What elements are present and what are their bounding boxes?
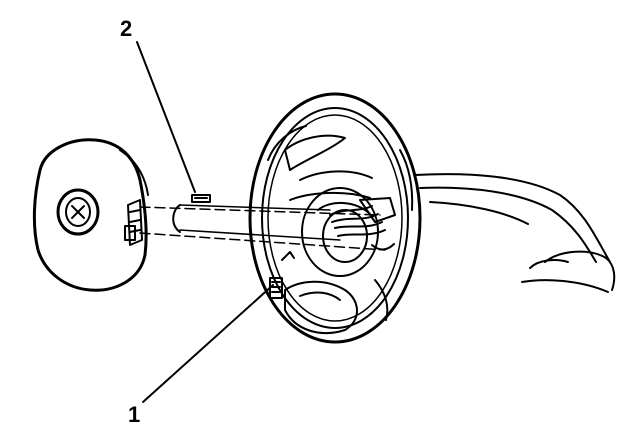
airbag-module — [32, 138, 149, 292]
callout-2-label: 2 — [120, 16, 133, 41]
steering-wheel — [248, 92, 422, 344]
alignment-lines — [139, 204, 386, 251]
instrument-panel — [414, 173, 616, 293]
leader-line-1 — [142, 284, 274, 403]
callout-1-label: 1 — [128, 402, 141, 427]
leader-line-2 — [136, 41, 196, 193]
leader-lines — [136, 41, 274, 403]
airbag-connector-lead — [172, 194, 211, 233]
